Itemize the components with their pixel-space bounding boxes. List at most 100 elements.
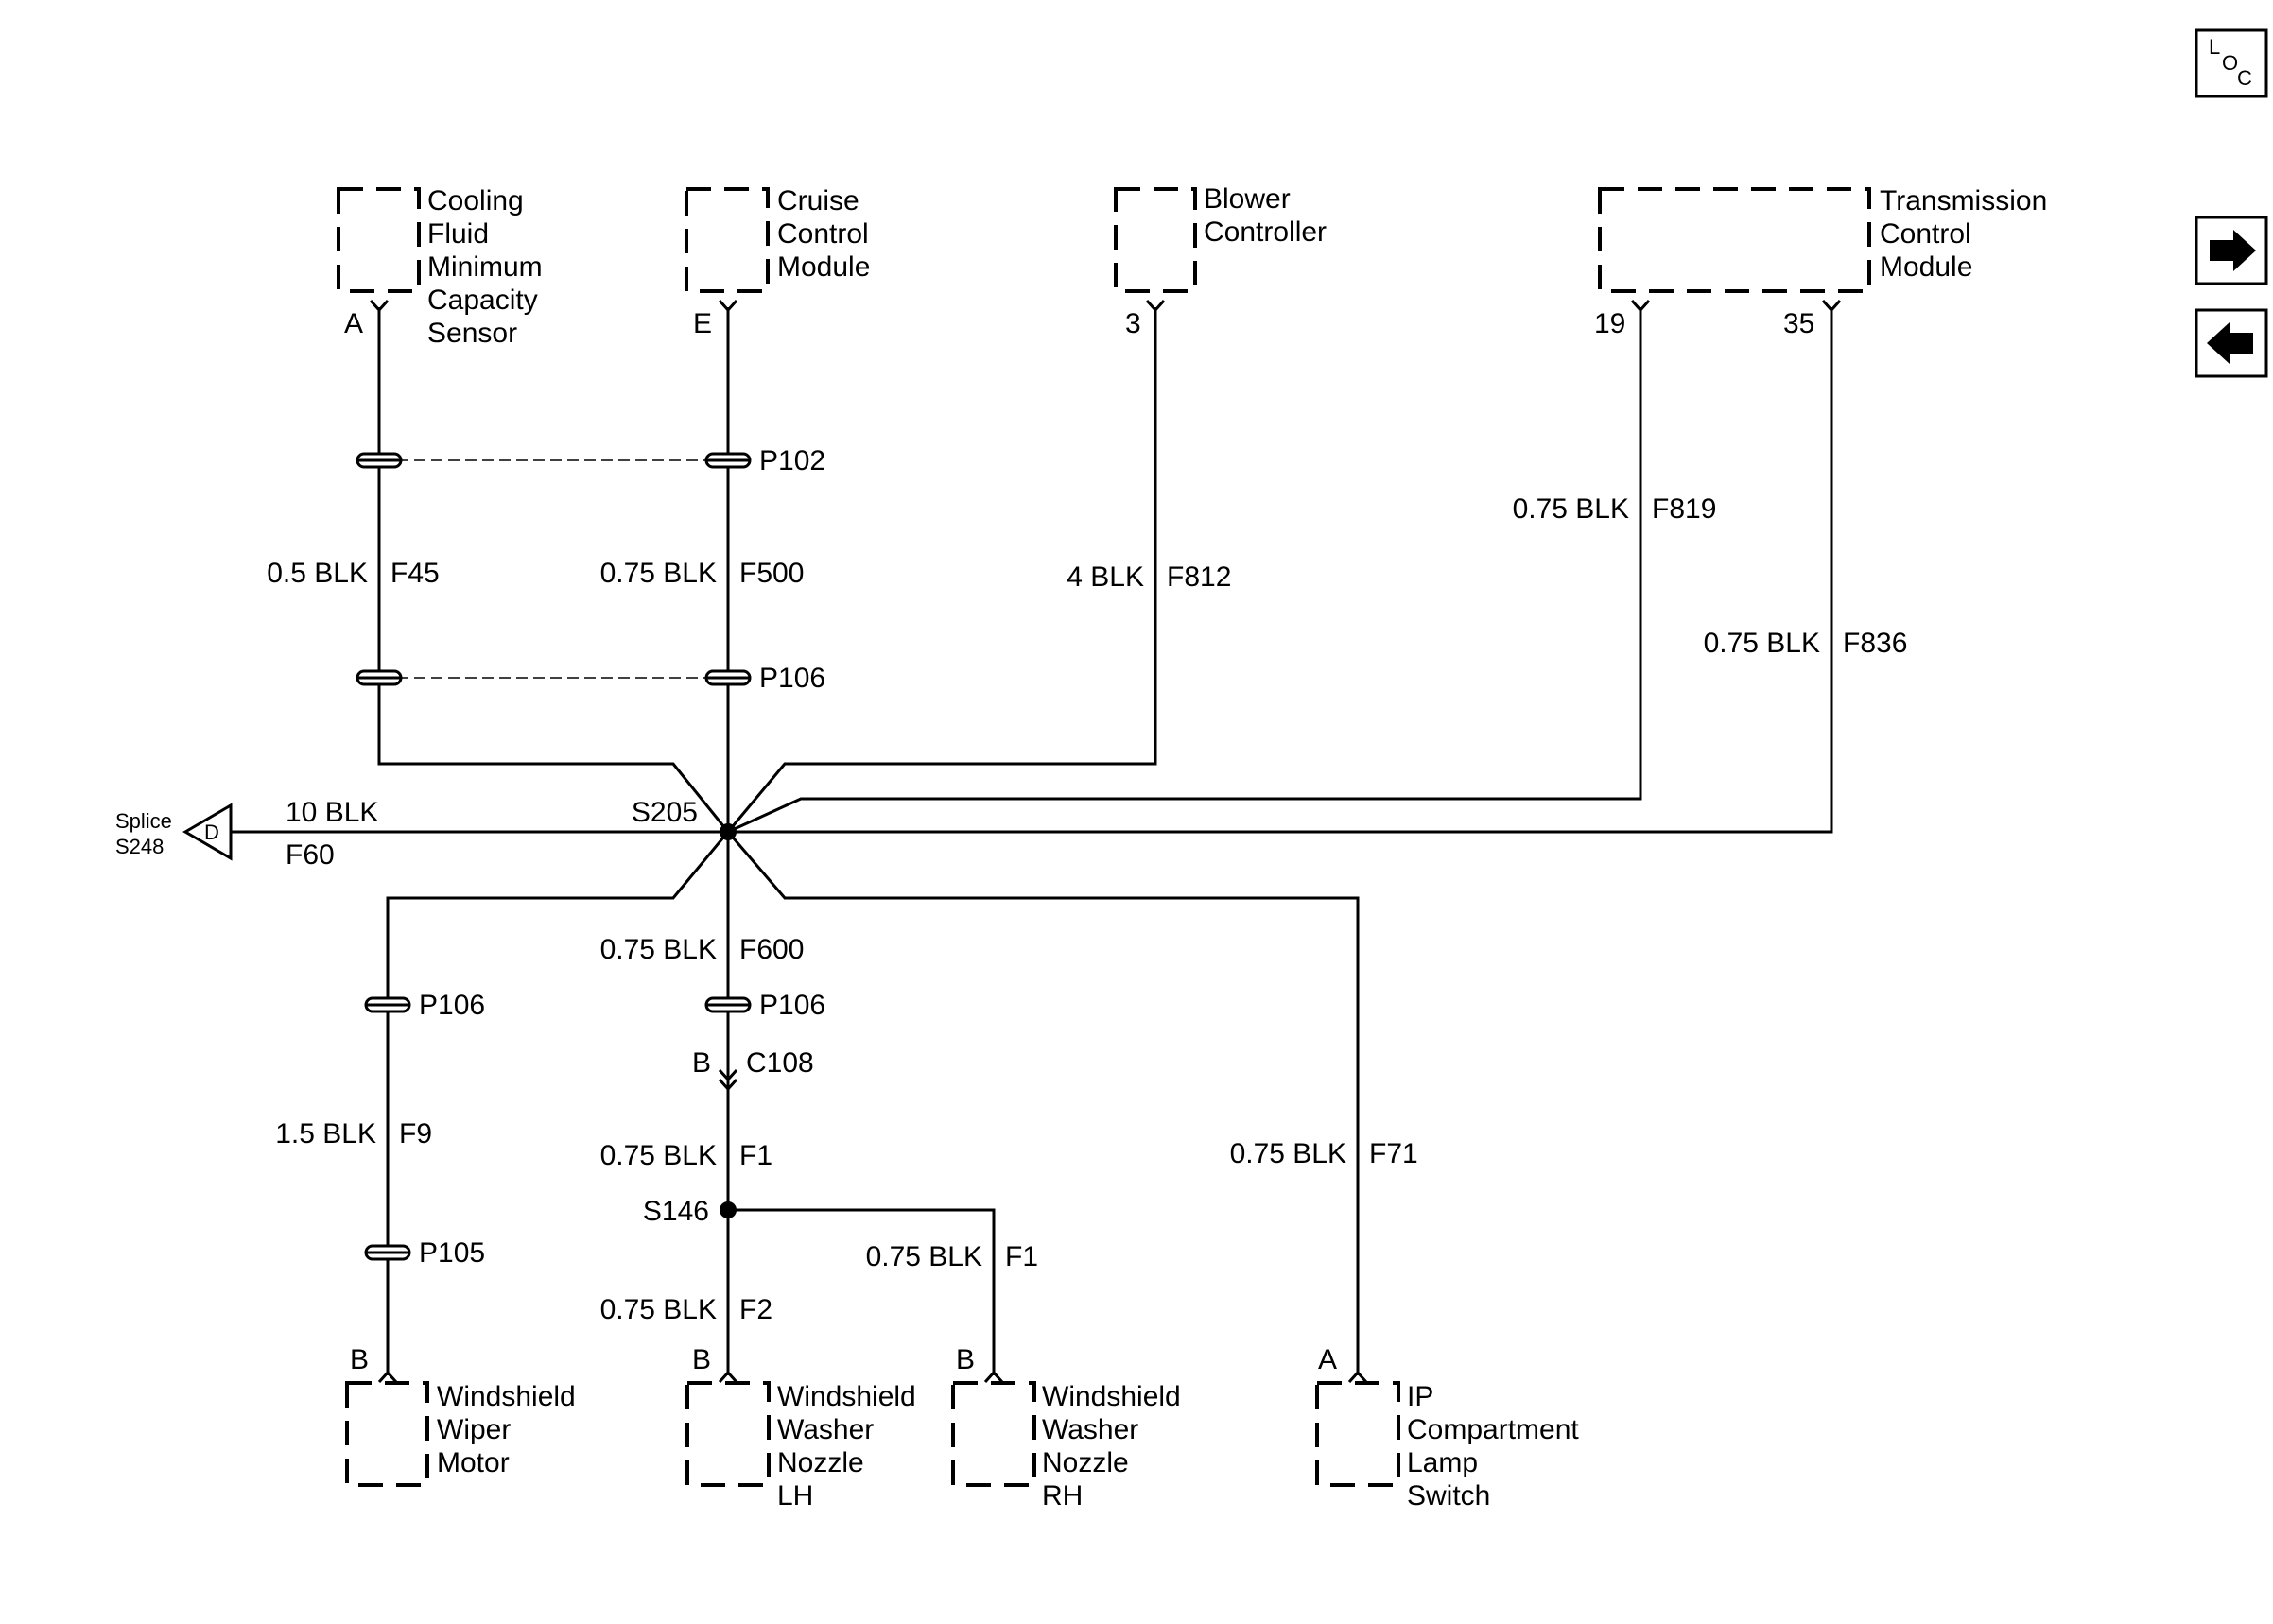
terminal-tcm-35 xyxy=(1821,299,1842,313)
circuit-f71: F71 xyxy=(1369,1138,1418,1169)
label-s248-word: Splice xyxy=(115,809,172,833)
label-s248-letter: D xyxy=(204,821,219,844)
nozzle-rh-label: Windshield Washer Nozzle RH xyxy=(1042,1381,1181,1512)
pin-labels: A E 3 19 35 B B B A xyxy=(344,308,1814,1375)
connector-p102-left xyxy=(356,452,403,469)
connector-p102 xyxy=(704,452,752,469)
circuit-f500: F500 xyxy=(739,558,804,589)
svg-text:IP: IP xyxy=(1407,1381,1433,1412)
circuit-f60: F60 xyxy=(286,839,335,871)
svg-text:C: C xyxy=(2237,66,2252,90)
gauge-f9: 1.5 BLK xyxy=(275,1118,376,1149)
cruise-module-box xyxy=(685,187,770,293)
svg-text:Nozzle: Nozzle xyxy=(777,1447,864,1478)
splice-s248-arrow xyxy=(182,803,233,861)
svg-text:Washer: Washer xyxy=(777,1414,874,1445)
wiper-motor-box xyxy=(345,1381,429,1487)
circuit-f819: F819 xyxy=(1652,493,1716,525)
pin-rh: B xyxy=(956,1344,975,1375)
label-s248-id: S248 xyxy=(115,835,164,858)
circuit-f1-main: F1 xyxy=(739,1140,772,1171)
svg-text:Switch: Switch xyxy=(1407,1480,1490,1512)
svg-text:Lamp: Lamp xyxy=(1407,1447,1478,1478)
blower-controller-box xyxy=(1114,187,1197,293)
label-p102: P102 xyxy=(759,445,825,476)
label-p106-left: P106 xyxy=(419,990,485,1021)
pin-cooling: A xyxy=(344,308,363,339)
next-page-button[interactable] xyxy=(2195,216,2268,285)
loc-button[interactable]: L O C xyxy=(2195,28,2268,98)
gauge-f60: 10 BLK xyxy=(286,797,378,828)
splice-labels: S205 S146 Splice S248 D xyxy=(115,797,709,1227)
wires xyxy=(231,307,1833,1375)
pin-lh: B xyxy=(692,1344,711,1375)
wire-f819 xyxy=(727,307,1642,834)
cooling-sensor-label: Cooling Fluid Minimum Capacity Sensor xyxy=(427,185,543,349)
svg-text:Washer: Washer xyxy=(1042,1414,1138,1445)
splice-s146-dot xyxy=(720,1201,737,1218)
svg-text:LH: LH xyxy=(777,1480,813,1512)
svg-text:Capacity: Capacity xyxy=(427,285,538,316)
circuit-f600: F600 xyxy=(739,934,804,965)
circuit-f9: F9 xyxy=(399,1118,432,1149)
svg-text:Controller: Controller xyxy=(1204,216,1327,248)
gauge-f600: 0.75 BLK xyxy=(600,934,717,965)
wire-f71 xyxy=(726,831,1360,1375)
terminal-tcm-19 xyxy=(1630,299,1651,313)
cruise-module-label: Cruise Control Module xyxy=(777,185,870,283)
connector-p106-top xyxy=(704,669,752,686)
splice-s205-dot xyxy=(720,823,737,840)
svg-text:Compartment: Compartment xyxy=(1407,1414,1579,1445)
tcm-box xyxy=(1598,187,1871,293)
label-p106-top: P106 xyxy=(759,663,825,694)
wire-labels: 0.5 BLK F45 0.75 BLK F500 4 BLK F812 0.7… xyxy=(267,493,1907,1325)
terminal-cruise-e xyxy=(718,299,738,313)
svg-text:Fluid: Fluid xyxy=(427,218,489,250)
pin-ip: A xyxy=(1318,1344,1337,1375)
connector-p106-top-left xyxy=(356,669,403,686)
terminal-lh-b xyxy=(718,1370,738,1384)
svg-text:Windshield: Windshield xyxy=(777,1381,916,1412)
svg-text:O: O xyxy=(2222,51,2238,75)
tcm-label: Transmission Control Module xyxy=(1880,185,2047,283)
terminal-ip-a xyxy=(1347,1370,1368,1384)
pin-tcm-1: 19 xyxy=(1594,308,1625,339)
circuit-f1-branch: F1 xyxy=(1005,1241,1038,1272)
svg-text:Wiper: Wiper xyxy=(437,1414,511,1445)
terminal-cooling-a xyxy=(369,299,390,313)
wire-f45 xyxy=(377,307,730,833)
label-p106-center: P106 xyxy=(759,990,825,1021)
gauge-f1-branch: 0.75 BLK xyxy=(866,1241,982,1272)
inline-connectors xyxy=(356,452,752,1261)
svg-text:Control: Control xyxy=(777,218,869,250)
wire-f1-branch xyxy=(728,1208,996,1375)
svg-text:RH: RH xyxy=(1042,1480,1083,1512)
label-s146: S146 xyxy=(643,1196,709,1227)
pin-tcm-2: 35 xyxy=(1783,308,1814,339)
nozzle-lh-box xyxy=(685,1381,771,1487)
gauge-f836: 0.75 BLK xyxy=(1704,628,1820,659)
nozzle-rh-box xyxy=(951,1381,1036,1487)
circuit-f812: F812 xyxy=(1167,561,1231,593)
gauge-f500: 0.75 BLK xyxy=(600,558,717,589)
arrow-right-icon xyxy=(2210,230,2256,271)
svg-text:Cruise: Cruise xyxy=(777,185,859,216)
circuit-f2: F2 xyxy=(739,1294,772,1325)
pin-blower: 3 xyxy=(1125,308,1141,339)
wire-f812 xyxy=(726,307,1157,833)
prev-page-button[interactable] xyxy=(2195,308,2268,378)
cooling-sensor-box xyxy=(337,187,421,293)
pin-cruise: E xyxy=(693,308,712,339)
gauge-f1-main: 0.75 BLK xyxy=(600,1140,717,1171)
wire-f836 xyxy=(728,307,1833,834)
terminal-rh-b xyxy=(983,1370,1004,1384)
svg-text:L: L xyxy=(2209,35,2220,59)
svg-text:Sensor: Sensor xyxy=(427,318,517,349)
gauge-f45: 0.5 BLK xyxy=(267,558,368,589)
svg-text:Module: Module xyxy=(777,251,870,283)
svg-text:Windshield: Windshield xyxy=(1042,1381,1181,1412)
ip-lamp-switch-box xyxy=(1315,1381,1400,1487)
svg-text:Minimum: Minimum xyxy=(427,251,543,283)
svg-text:Blower: Blower xyxy=(1204,183,1291,215)
